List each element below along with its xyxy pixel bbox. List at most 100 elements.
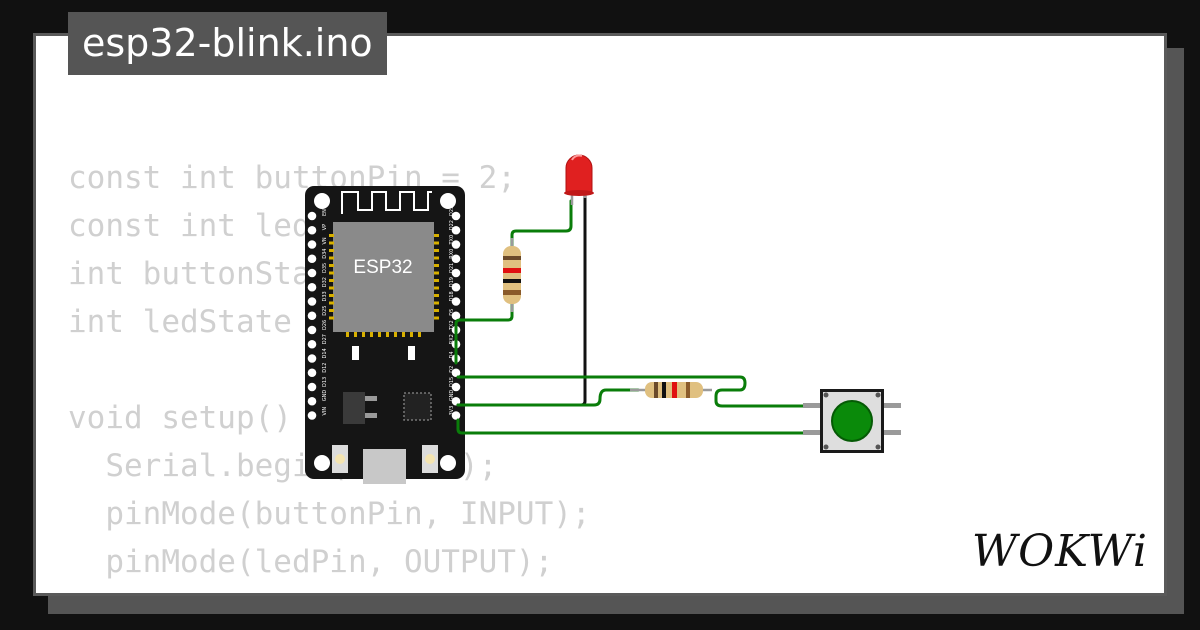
pin-right-d2[interactable] <box>451 368 461 378</box>
pin-left-d27[interactable] <box>307 339 317 349</box>
pin-label: TX2 <box>449 320 455 331</box>
pin-label: EN <box>322 209 328 216</box>
pin-right-d22[interactable] <box>451 225 461 235</box>
pin-label: D15 <box>449 377 455 387</box>
pin-left-d32[interactable] <box>307 282 317 292</box>
module-pad <box>329 309 334 312</box>
module-pad <box>329 264 334 267</box>
pin-label: D33 <box>322 291 328 301</box>
module-pad <box>434 279 439 282</box>
usb-uart-chip <box>403 392 432 421</box>
resistor-led[interactable] <box>503 238 521 312</box>
module-pad <box>370 332 373 337</box>
pin-left-vp[interactable] <box>307 225 317 235</box>
pin-left-d35[interactable] <box>307 268 317 278</box>
pin-left-d33[interactable] <box>307 297 317 306</box>
pin-label: D22 <box>449 220 455 230</box>
module-pad <box>394 332 397 337</box>
led[interactable] <box>564 154 594 205</box>
pin-label: TX0 <box>449 235 455 246</box>
module-pad <box>378 332 381 337</box>
module-pad <box>434 264 439 267</box>
pin-left-d26[interactable] <box>307 325 317 335</box>
module-pad <box>329 286 334 290</box>
pin-right-d18[interactable] <box>451 297 461 306</box>
pin-label: D25 <box>322 306 328 316</box>
pin-right-3v3[interactable] <box>451 411 461 420</box>
module-pad <box>434 241 439 245</box>
pin-label: D27 <box>322 334 328 344</box>
pin-left-d14[interactable] <box>307 354 317 363</box>
pin-left-d25[interactable] <box>307 311 317 321</box>
pin-label: VIN <box>322 407 328 416</box>
pin-label: RX2 <box>449 334 455 344</box>
module-pad <box>329 234 334 237</box>
resistor-pulldown[interactable] <box>630 382 712 398</box>
module-pad <box>418 332 421 337</box>
pin-label: D34 <box>322 249 328 259</box>
pin-right-tx0[interactable] <box>451 240 461 249</box>
pin-left-en[interactable] <box>307 211 317 221</box>
pin-right-d21[interactable] <box>451 268 461 278</box>
code-line: pinMode(buttonPin, INPUT); <box>68 496 591 532</box>
esp32-board[interactable]: ESP32 ENVPVND34D35D32D33D25D26D27D14D12D… <box>305 186 465 484</box>
chip-label: ESP32 <box>353 257 412 278</box>
pin-label: D21 <box>449 263 455 273</box>
wokwi-logo: WOKWi <box>971 526 1148 577</box>
pin-label: RX0 <box>449 249 455 259</box>
wire-resistor-d4 <box>454 300 514 365</box>
module-pad <box>329 256 334 260</box>
pin-label: D18 <box>449 291 455 301</box>
pin-left-vn[interactable] <box>307 240 317 249</box>
pin-label: VN <box>322 237 328 244</box>
code-line: pinMode(ledPin, OUTPUT); <box>68 544 554 580</box>
project-title: esp32-blink.ino <box>68 12 387 75</box>
module-pad <box>434 301 439 305</box>
wire-3v3-button <box>456 418 812 435</box>
wire-led-gnd <box>456 194 587 407</box>
pushbutton[interactable] <box>803 389 901 453</box>
pin-label: D4 <box>449 351 455 358</box>
code-line: Serial.println("System Ready"); <box>68 586 684 593</box>
module-pad <box>434 234 439 237</box>
module-pad <box>434 286 439 290</box>
module-pad <box>402 332 405 337</box>
preview-card: const int buttonPin = 2;const int ledPin… <box>33 33 1167 596</box>
pin-label: D35 <box>322 263 328 273</box>
module-pad <box>329 279 334 282</box>
pin-label: GND <box>322 390 328 402</box>
pin-right-rx0[interactable] <box>451 254 461 264</box>
pin-label: VP <box>322 224 328 230</box>
pin-label: D12 <box>322 363 328 373</box>
wire-led-resistor <box>510 199 573 250</box>
module-pad <box>434 309 439 312</box>
module-pad <box>362 332 365 337</box>
module-pad <box>434 316 439 320</box>
pin-left-gnd[interactable] <box>307 396 317 406</box>
pin-label: D13 <box>322 377 328 387</box>
pin-left-d13[interactable] <box>307 382 317 392</box>
pin-label: D26 <box>322 320 328 330</box>
module-pad <box>329 316 334 320</box>
pin-label: D2 <box>449 366 455 373</box>
module-pad <box>434 256 439 260</box>
pin-label: GND <box>449 390 455 402</box>
pin-right-gnd[interactable] <box>451 396 461 406</box>
pin-right-d23[interactable] <box>451 211 461 221</box>
pin-label: D32 <box>322 277 328 287</box>
module-pad <box>329 294 334 297</box>
pin-left-d34[interactable] <box>307 254 317 264</box>
voltage-regulator <box>343 392 365 424</box>
code-preview: const int buttonPin = 2;const int ledPin… <box>68 154 684 593</box>
pin-right-d15[interactable] <box>451 382 461 392</box>
pin-right-d5[interactable] <box>451 311 461 321</box>
pin-left-vin[interactable] <box>307 411 317 420</box>
pin-left-d12[interactable] <box>307 368 317 378</box>
pin-label: D5 <box>449 309 455 316</box>
pin-right-d19[interactable] <box>451 282 461 292</box>
module-pad <box>329 249 334 252</box>
esp32-module <box>333 222 434 332</box>
module-pad <box>434 249 439 252</box>
pin-label: D14 <box>322 348 328 358</box>
